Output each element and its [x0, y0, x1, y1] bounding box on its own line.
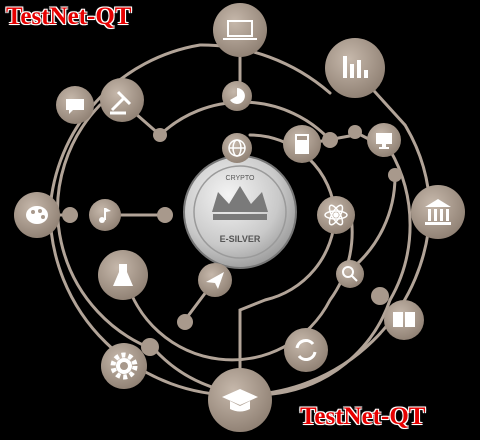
flask-icon: [113, 264, 133, 286]
coin: CRYPTO E-SILVER: [183, 155, 297, 269]
laptop-icon: [223, 20, 257, 40]
refresh-node[interactable]: [284, 328, 328, 372]
book-node[interactable]: [384, 300, 424, 340]
music-icon: [99, 208, 111, 223]
gavel-node[interactable]: [100, 78, 144, 122]
monitor-node[interactable]: [367, 123, 401, 157]
laptop-node[interactable]: [213, 3, 267, 57]
paper-plane-icon: [206, 272, 224, 289]
graduation-cap-node[interactable]: [208, 368, 272, 432]
magnifier-node[interactable]: [336, 260, 364, 288]
music-node[interactable]: [89, 199, 121, 231]
crown-icon: [212, 186, 268, 212]
globe-icon: [228, 139, 246, 157]
coin-bottom-text: E-SILVER: [220, 234, 261, 244]
paper-plane-node[interactable]: [198, 263, 232, 297]
palette-icon: [26, 206, 48, 224]
palette-node[interactable]: [14, 192, 60, 238]
graduation-cap-icon: [222, 389, 258, 412]
atom-icon: [324, 204, 348, 226]
pie-chart-icon: [230, 88, 245, 104]
atom-node[interactable]: [317, 196, 355, 234]
calculator-node[interactable]: [283, 125, 321, 163]
globe-node[interactable]: [222, 133, 252, 163]
refresh-icon: [295, 339, 317, 361]
bar-chart-icon: [343, 56, 368, 78]
magnifier-icon: [342, 266, 358, 282]
flask-node[interactable]: [98, 250, 148, 300]
pie-chart-node[interactable]: [222, 81, 252, 111]
coin-top-text: CRYPTO: [226, 175, 255, 182]
calculator-icon: [295, 134, 309, 154]
chat-node[interactable]: [56, 86, 94, 124]
bar-chart-node[interactable]: [325, 38, 385, 98]
gear-icon: [110, 352, 138, 380]
monitor-icon: [376, 133, 392, 149]
brand-logo-top: TestNet-QT: [6, 3, 132, 30]
bank-icon: [425, 199, 451, 225]
gavel-icon: [110, 90, 132, 115]
chat-icon: [66, 99, 84, 114]
bank-node[interactable]: [411, 185, 465, 239]
book-icon: [393, 312, 415, 327]
brand-logo-bottom: TestNet-QT: [300, 403, 426, 430]
gear-node[interactable]: [101, 343, 147, 389]
